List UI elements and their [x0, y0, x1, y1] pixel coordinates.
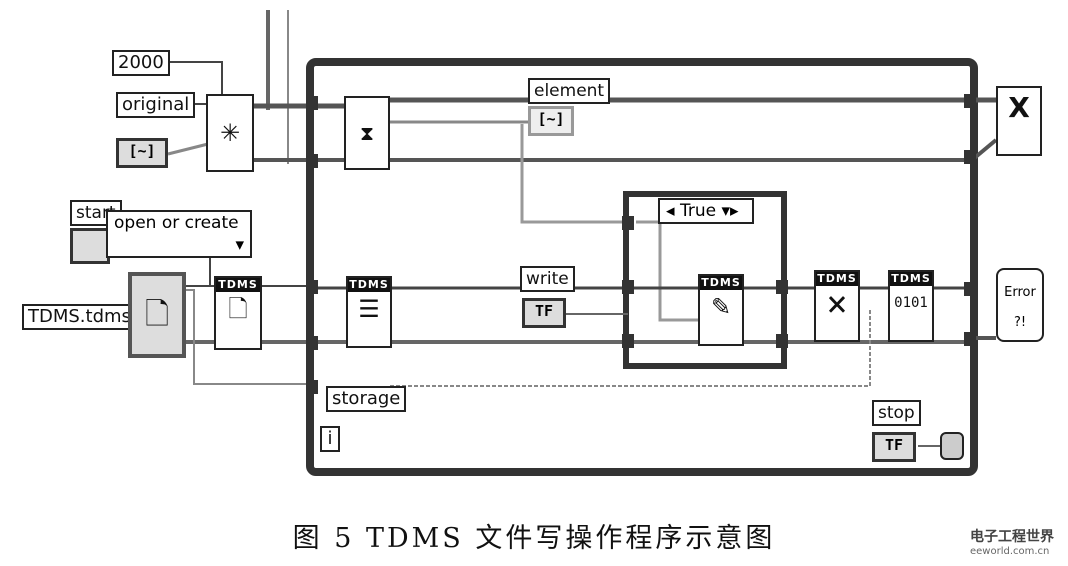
- wire-storage: [186, 289, 316, 385]
- obtain-queue-node[interactable]: ✳: [206, 94, 254, 172]
- case-tunnel: [776, 280, 788, 294]
- wire-2000: [158, 61, 223, 96]
- new-file-icon: 🗋: [228, 295, 248, 323]
- tunnel: [964, 332, 976, 346]
- write-label: write: [520, 266, 575, 292]
- case-tunnel: [622, 216, 634, 230]
- iteration-terminal: i: [320, 426, 340, 452]
- tunnel: [306, 336, 318, 350]
- list-icon: ☰: [358, 295, 380, 323]
- tunnel: [964, 282, 976, 296]
- dequeue-node[interactable]: ⧗: [344, 96, 390, 170]
- start-control[interactable]: [70, 228, 110, 264]
- tdms-header: TDMS: [700, 276, 742, 290]
- case-selector-label: True: [679, 201, 717, 221]
- queue-icon: ✳: [219, 119, 241, 147]
- while-loop-border: [306, 58, 978, 476]
- watermark: 电子工程世界 eeworld.com.cn: [970, 526, 1054, 557]
- release-queue-node[interactable]: X: [996, 86, 1042, 156]
- tunnel: [306, 280, 318, 294]
- dropdown-icon: ▾: [235, 235, 244, 255]
- watermark-url: eeworld.com.cn: [970, 546, 1050, 557]
- timeout-constant[interactable]: 2000: [112, 50, 170, 76]
- tdms-defragment-node[interactable]: TDMS 0101: [888, 270, 934, 342]
- tunnel: [306, 154, 318, 168]
- loop-condition-icon: [940, 432, 964, 460]
- file-path-constant[interactable]: 🗋: [128, 272, 186, 358]
- figure-caption: 图 5 TDMS 文件写操作程序示意图: [292, 523, 776, 554]
- error-handler-node[interactable]: Error ?!: [996, 268, 1044, 342]
- tdms-open-node[interactable]: TDMS 🗋: [214, 276, 262, 350]
- tdms-header: TDMS: [816, 272, 858, 286]
- tdms-header: TDMS: [348, 278, 390, 292]
- queue-name-constant[interactable]: original: [116, 92, 196, 118]
- tdms-write-node[interactable]: TDMS ✎: [698, 274, 744, 346]
- tdms-properties-node[interactable]: TDMS ☰: [346, 276, 392, 348]
- watermark-title: 电子工程世界: [970, 529, 1054, 545]
- case-tunnel: [622, 334, 634, 348]
- case-selector[interactable]: ◂ True ▾▸: [658, 198, 754, 224]
- stop-label: stop: [872, 400, 921, 426]
- case-left-arrow-icon: ◂: [666, 201, 675, 221]
- stop-bool-control[interactable]: TF: [872, 432, 916, 462]
- pencil-icon: ✎: [710, 293, 732, 321]
- wire-element-case: [520, 124, 628, 224]
- operation-enum[interactable]: open or create ▾: [106, 210, 252, 258]
- storage-label: storage: [326, 386, 407, 412]
- tunnel: [306, 96, 318, 110]
- error-text: Error ?!: [1004, 285, 1036, 330]
- file-icon: 🗋: [144, 297, 170, 332]
- tdms-header: TDMS: [216, 278, 260, 292]
- write-bool-control[interactable]: TF: [522, 298, 566, 328]
- case-tunnel: [622, 280, 634, 294]
- tunnel: [964, 150, 976, 164]
- tdms-close-node[interactable]: TDMS 🗙: [814, 270, 860, 342]
- release-icon: X: [1008, 91, 1030, 124]
- case-tunnel: [776, 334, 788, 348]
- wire-element-write: [636, 220, 700, 322]
- file-name-constant[interactable]: TDMS.tdms: [22, 304, 137, 330]
- hourglass-icon: ⧗: [359, 121, 375, 145]
- tdms-header: TDMS: [890, 272, 932, 286]
- wire-storage-2: [390, 310, 871, 387]
- shift-register: [306, 380, 318, 394]
- wire-out-2: [970, 138, 998, 162]
- tunnel: [964, 94, 976, 108]
- waveform-constant[interactable]: [~]: [116, 138, 168, 168]
- element-indicator: [~]: [528, 106, 574, 136]
- close-file-icon: 🗙: [827, 289, 847, 317]
- element-label: element: [528, 78, 611, 104]
- case-right-arrow-icon: ▾▸: [721, 201, 739, 221]
- operation-label: open or create: [114, 213, 239, 233]
- binary-icon: 0101: [894, 295, 928, 311]
- wire-waveform: [167, 142, 209, 156]
